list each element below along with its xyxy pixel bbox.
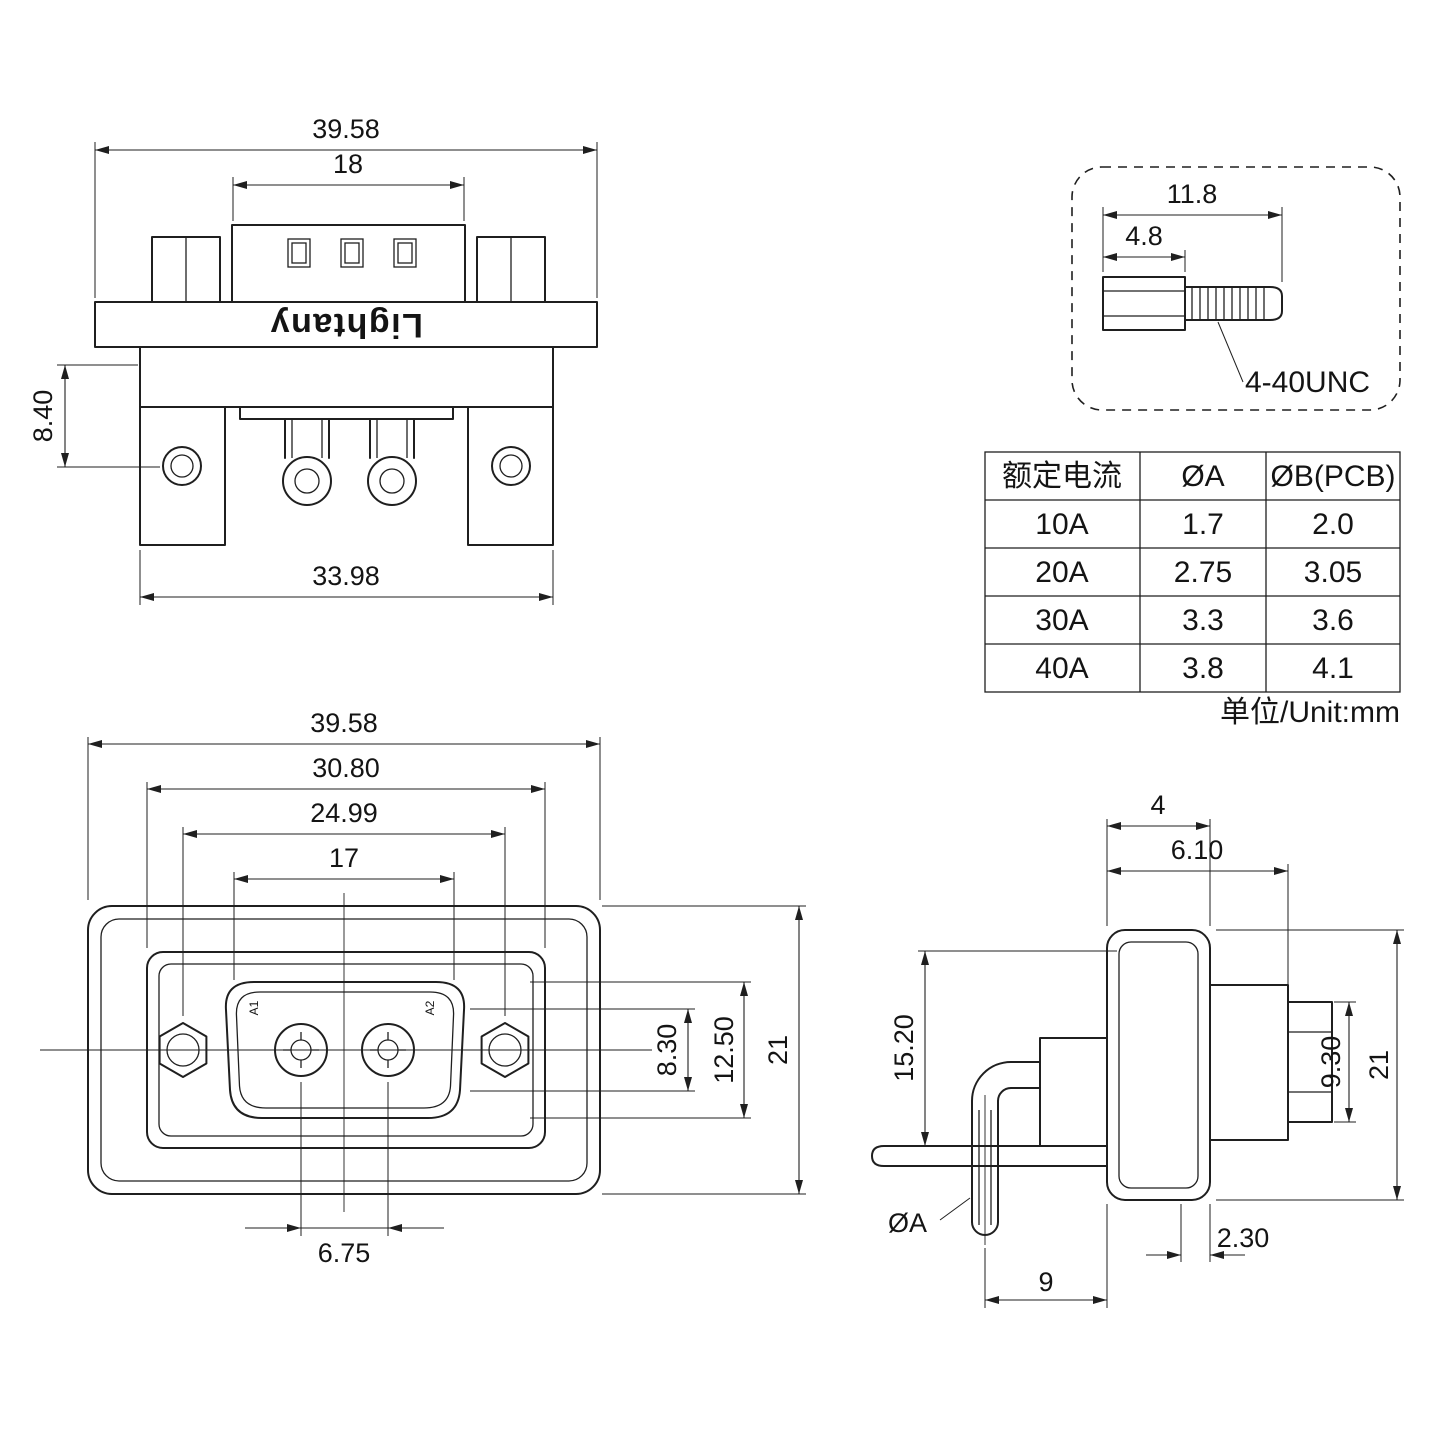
top-view-dimensions: 39.58 18 8.40 33.98: [28, 114, 598, 605]
dim-pin-pitch: 6.75: [318, 1238, 371, 1268]
spec-table: 额定电流 ØA ØB(PCB) 10A 1.7 2.0 20A 2.75 3.0…: [984, 451, 1401, 729]
dim-opening-width: 17: [329, 843, 359, 873]
dim-flange-thickness: 4: [1150, 790, 1165, 820]
screw-dimensions: 11.8 4.8 4-40UNC: [1102, 179, 1370, 399]
svg-text:1.7: 1.7: [1182, 508, 1224, 541]
detail-frame: [1071, 166, 1401, 411]
pin-slot-2: [340, 238, 364, 268]
side-flange-inner: [1118, 941, 1199, 1189]
dim-front-total-width: 39.58: [310, 708, 378, 738]
dim-pin-height: 15.20: [889, 1014, 919, 1082]
insulator-step: [239, 406, 454, 420]
dim-front-total-height: 21: [763, 1035, 793, 1065]
top-view: Lightany 39.58 18 8.40 33.98: [28, 114, 598, 605]
svg-text:30A: 30A: [1035, 604, 1088, 637]
dim-inner-height: 8.30: [652, 1024, 682, 1077]
dim-screw-length: 11.8: [1167, 179, 1218, 209]
d-shell-inner: [235, 991, 455, 1109]
dim-screw-head: 4.8: [1125, 221, 1163, 251]
svg-text:20A: 20A: [1035, 556, 1088, 589]
right-hex-nut: [480, 1022, 530, 1078]
side-front-shell: [1287, 1001, 1333, 1123]
screw-shaft: [1184, 286, 1283, 321]
right-bracket-hole: [491, 446, 531, 486]
unit-note: 单位/Unit:mm: [1220, 696, 1400, 729]
screw-head: [1102, 276, 1186, 331]
dim-pin-to-flange: 9: [1038, 1267, 1053, 1297]
dim-front-height: 9.30: [1316, 1036, 1346, 1089]
svg-text:3.05: 3.05: [1304, 556, 1362, 589]
svg-text:40A: 40A: [1035, 652, 1088, 685]
left-bracket-hole: [162, 446, 202, 486]
dim-pin-diameter: ØA: [888, 1208, 927, 1238]
power-pin-2-top: [367, 456, 417, 506]
front-view-dimensions: 39.58 30.80 24.99 17 8.30 12.50: [87, 708, 806, 1268]
pin-elbow-inner: [997, 1087, 1012, 1102]
screw-threads: [1191, 287, 1265, 320]
screw-part: [1102, 276, 1283, 331]
right-bracket: [467, 406, 554, 546]
dim-offset: 2.30: [1217, 1223, 1270, 1253]
dim-body-width: 33.98: [312, 561, 380, 591]
pin-slot-1-inner: [291, 242, 307, 264]
svg-text:2.75: 2.75: [1174, 556, 1232, 589]
dim-flange-width: 30.80: [312, 753, 380, 783]
pin-slot-2-inner: [344, 242, 360, 264]
power-pin-1-top: [282, 456, 332, 506]
side-view-part: [871, 929, 1333, 1245]
d-shell-outer: [224, 981, 466, 1119]
pin-label-a2: A2: [423, 1000, 437, 1015]
svg-text:3.6: 3.6: [1312, 604, 1354, 637]
side-view-dimensions: 4 6.10 15.20 9.30 21 ØA 2.30: [888, 790, 1404, 1308]
pcb-bracket-arm: [871, 1145, 1108, 1167]
svg-text:10A: 10A: [1035, 508, 1088, 541]
table-row: 30A 3.3 3.6: [1035, 604, 1354, 637]
top-view-part: Lightany: [94, 224, 598, 546]
front-view-part: A1 A2: [40, 893, 652, 1212]
svg-text:4.1: 4.1: [1312, 652, 1354, 685]
table-border: [984, 451, 1401, 693]
table-row: 20A 2.75 3.05: [1035, 556, 1362, 589]
left-hex-nut: [158, 1022, 208, 1078]
col-header-dia-b: ØB(PCB): [1270, 460, 1395, 493]
col-header-dia-a: ØA: [1181, 460, 1224, 493]
thread-label: 4-40UNC: [1245, 366, 1370, 399]
screw-detail: 11.8 4.8 4-40UNC: [1071, 166, 1401, 411]
pin-slot-3-inner: [397, 242, 413, 264]
side-insulator: [1039, 1037, 1108, 1147]
dim-shell-height: 12.50: [709, 1016, 739, 1084]
pin-slot-1: [287, 238, 311, 268]
side-view: 4 6.10 15.20 9.30 21 ØA 2.30: [871, 790, 1404, 1308]
side-shell: [1209, 984, 1289, 1141]
dim-screw-span: 24.99: [310, 798, 378, 828]
body-outline: [139, 346, 554, 408]
table-row: 10A 1.7 2.0: [1035, 508, 1354, 541]
dim-side-total-height: 21: [1364, 1050, 1394, 1080]
svg-text:3.3: 3.3: [1182, 604, 1224, 637]
svg-text:3.8: 3.8: [1182, 652, 1224, 685]
brand-logo: Lightany: [269, 306, 423, 344]
side-flange: [1106, 929, 1211, 1201]
pin-slot-3: [393, 238, 417, 268]
table-row: 40A 3.8 4.1: [1035, 652, 1354, 685]
pin-label-a1: A1: [247, 1000, 261, 1015]
left-bracket: [139, 406, 226, 546]
dim-shell-depth: 6.10: [1171, 835, 1224, 865]
pin-elbow-outer: [971, 1061, 1012, 1102]
dim-height-840: 8.40: [28, 390, 58, 443]
front-view: A1 A2 39.58 30.80 24.99 17 8.30: [40, 708, 806, 1268]
svg-text:2.0: 2.0: [1312, 508, 1354, 541]
col-header-current: 额定电流: [1002, 460, 1122, 493]
dim-total-width: 39.58: [312, 114, 380, 144]
dim-shell-width: 18: [333, 149, 363, 179]
